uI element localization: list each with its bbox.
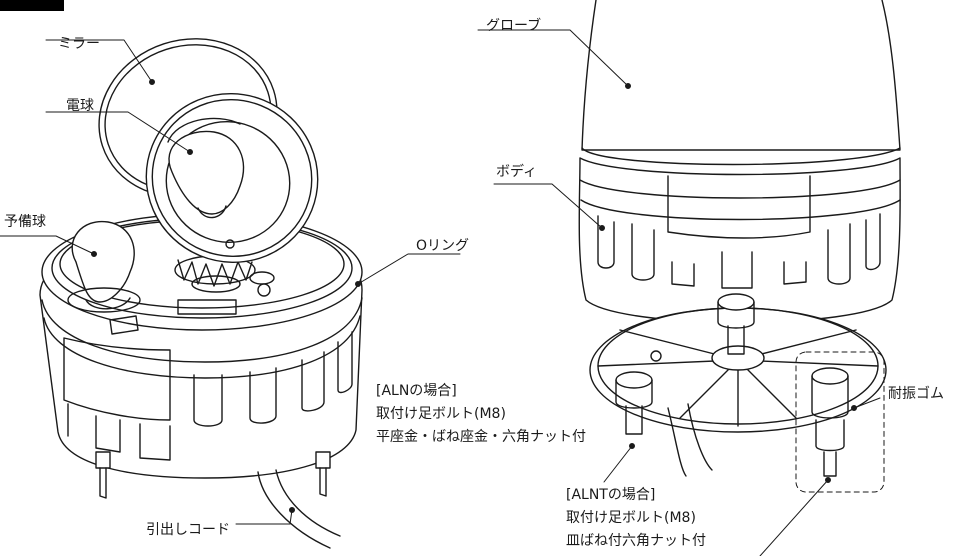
leader-lines <box>0 29 881 556</box>
alnt-note-line2: 皿ばね付六角ナット付 <box>566 533 706 549</box>
label-rubber: 耐振ゴム <box>888 386 944 402</box>
corner-tab <box>0 0 64 11</box>
alnt-note: [ALNTの場合] 取付け足ボルト(M8) 皿ばね付六角ナット付 <box>566 484 706 553</box>
label-globe: グローブ <box>486 18 542 34</box>
aln-note-line2: 平座金・ばね座金・六角ナット付 <box>376 429 586 445</box>
left-unit-illustration <box>39 38 363 549</box>
alnt-note-line1: 取付け足ボルト(M8) <box>566 510 696 526</box>
label-bulb: 電球 <box>66 98 94 114</box>
alnt-note-title: [ALNTの場合] <box>566 487 656 503</box>
aln-note-title: [ALNの場合] <box>376 383 457 399</box>
label-mirror: ミラー <box>58 36 100 52</box>
label-o-ring: Oリング <box>416 238 470 254</box>
right-unit-illustration <box>578 0 901 493</box>
label-cord: 引出しコード <box>146 522 230 538</box>
label-body: ボディ <box>496 164 538 180</box>
label-spare-bulb: 予備球 <box>4 214 46 230</box>
rubber-callout-box <box>795 351 885 493</box>
aln-note: [ALNの場合] 取付け足ボルト(M8) 平座金・ばね座金・六角ナット付 <box>376 380 586 449</box>
aln-note-line1: 取付け足ボルト(M8) <box>376 406 506 422</box>
